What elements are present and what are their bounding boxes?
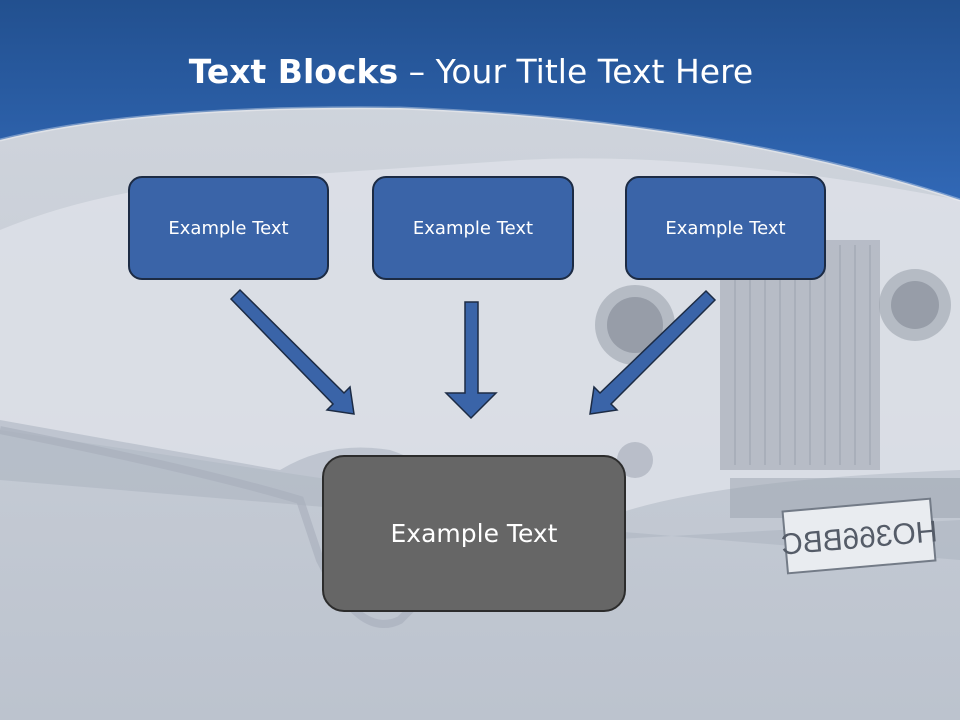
- text-block-center[interactable]: Example Text: [372, 176, 574, 280]
- arrow-center: [444, 301, 498, 420]
- text-block-bottom[interactable]: Example Text: [322, 455, 626, 612]
- license-plate: HO366BBC: [780, 497, 939, 575]
- title-bold: Text Blocks: [188, 52, 399, 91]
- arrow-left: [229, 288, 355, 415]
- title-dash: –: [408, 52, 426, 91]
- title-rest: Your Title Text Here: [435, 52, 754, 91]
- text-block-left[interactable]: Example Text: [128, 176, 329, 280]
- text-block-right[interactable]: Example Text: [625, 176, 826, 280]
- arrow-right: [589, 289, 717, 415]
- slide-title: Text Blocks – Your Title Text Here: [0, 52, 942, 91]
